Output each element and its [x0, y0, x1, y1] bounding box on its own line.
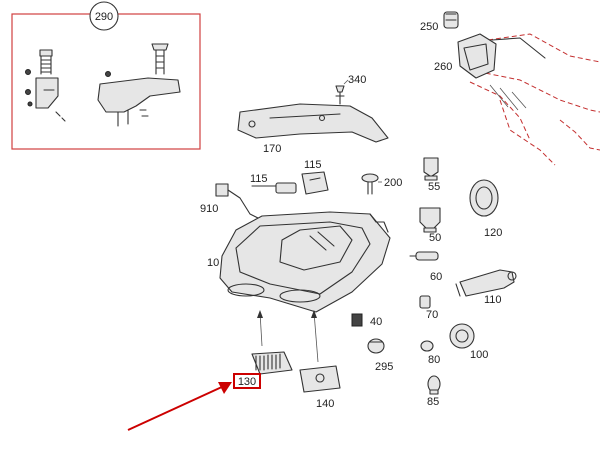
mounting-clip-icon — [25, 49, 66, 122]
retaining-pin-icon — [335, 85, 345, 105]
screw-icon — [361, 173, 379, 195]
part-label-130: 130 — [238, 376, 256, 388]
headlamp-housing-icon — [219, 211, 391, 313]
bulb-icon-70 — [419, 295, 431, 309]
part-label-140: 140 — [316, 398, 334, 410]
part-label-60: 60 — [430, 271, 442, 283]
callout-circle-290 — [89, 1, 119, 31]
igniter-module-icon — [299, 365, 341, 393]
part-label-85: 85 — [427, 396, 439, 408]
ballast-control-unit-icon — [251, 351, 293, 375]
part-label-290: 290 — [95, 11, 113, 23]
detail-box-290: 290 — [11, 1, 201, 150]
assembly-arrows — [257, 310, 319, 363]
bulb-holder-icon — [449, 323, 475, 349]
xenon-bulb-icon — [455, 269, 517, 297]
level-sensor-icon — [251, 182, 297, 194]
bulb-icon-80 — [420, 340, 434, 352]
part-label-10: 10 — [207, 257, 219, 269]
part-label-340: 340 — [348, 74, 366, 86]
sensor-bracket-icon — [301, 171, 329, 195]
cover-cap-icon — [469, 179, 499, 217]
part-label-70: 70 — [426, 309, 438, 321]
part-label-295: 295 — [375, 361, 393, 373]
bulb-icon-85 — [427, 375, 441, 395]
part-label-910: 910 — [200, 203, 218, 215]
part-label-170: 170 — [263, 143, 281, 155]
part-label-50: 50 — [429, 232, 441, 244]
highlight-box-130 — [233, 373, 261, 389]
part-label-110: 110 — [484, 294, 502, 306]
part-label-40: 40 — [370, 316, 382, 328]
part-label-200: 200 — [384, 177, 402, 189]
bulb-icon-50 — [419, 207, 441, 233]
part-label-55: 55 — [428, 181, 440, 193]
part-label-115-a: 115 — [250, 173, 268, 185]
bulb-socket-icon-250 — [443, 11, 459, 29]
vehicle-outline — [469, 33, 600, 166]
part-label-260: 260 — [434, 61, 452, 73]
part-label-250: 250 — [420, 21, 438, 33]
mounting-bracket-icon — [97, 43, 181, 127]
part-label-115-b: 115 — [304, 159, 322, 171]
red-pointer-arrow — [127, 382, 232, 431]
headlamp-washer-cover-icon — [457, 33, 546, 79]
part-label-120: 120 — [484, 227, 502, 239]
bulb-icon-55 — [423, 157, 439, 181]
support-bracket-icon — [237, 103, 389, 143]
part-label-80: 80 — [428, 354, 440, 366]
retaining-clip-icon — [351, 313, 363, 327]
part-label-100: 100 — [470, 349, 488, 361]
bulb-icon-60 — [409, 251, 439, 261]
grommet-icon — [367, 338, 385, 354]
wiring-connector-icon — [215, 183, 263, 221]
